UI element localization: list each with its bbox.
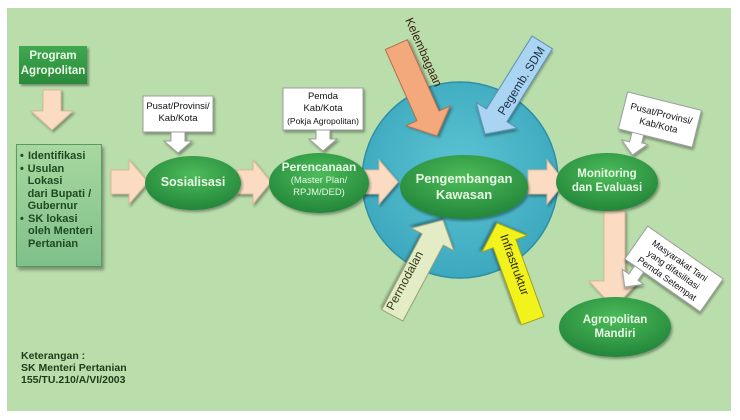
node-perencanaan-shape xyxy=(269,153,369,213)
callout-mandiri xyxy=(621,225,724,313)
node-perencanaan: Perencanaan (Master Plan/ RPJM/DED) xyxy=(269,160,369,199)
program-title-line2: Agropolitan xyxy=(20,65,86,77)
legend-note: Keterangan : SK Menteri Pertanian 155/TU… xyxy=(21,350,127,386)
input-arrow-kelembagaan xyxy=(384,39,451,137)
step-text: Gubernur xyxy=(27,200,78,212)
callout-line: Pusat/Provinsi/ xyxy=(146,101,210,112)
node-label: Monitoring xyxy=(577,168,637,180)
node-label: dan Evaluasi xyxy=(571,182,643,194)
program-title-line1: Program xyxy=(29,50,77,62)
input-arrow-sdm xyxy=(475,35,554,135)
bullet: • xyxy=(20,150,24,162)
flow-arrow-down-program xyxy=(29,89,75,131)
node-pengembangan-shape xyxy=(400,155,528,219)
callout-line: Kab/Kota xyxy=(303,103,343,114)
node-agropolitan-mandiri: Agropolitan Mandiri xyxy=(559,313,671,341)
callout-monitoring xyxy=(617,91,702,156)
legend-line: SK Menteri Pertanian xyxy=(21,362,127,374)
bullet: • xyxy=(20,212,24,225)
node-sublabel: RPJM/DED) xyxy=(293,187,345,198)
node-label: Mandiri xyxy=(594,328,636,340)
node-pengembangan-kawasan: Pengembangan Kawasan xyxy=(400,171,528,203)
legend-line: 155/TU.210/A/VI/2003 xyxy=(21,374,126,386)
step-text: Usulan Lokasi xyxy=(27,162,65,188)
callout-sosialisasi-text: Pusat/Provinsi/ Kab/Kota xyxy=(143,101,213,125)
callout-sosialisasi xyxy=(142,95,214,154)
node-label: Pengembangan xyxy=(415,171,513,186)
callout-line: Kab/Kota xyxy=(158,113,198,124)
step-text: SK lokasi xyxy=(28,212,78,225)
step-item: • SK lokasi oleh Menteri Pertanian xyxy=(20,213,98,251)
callout-line: (Pokja Agropolitan) xyxy=(287,116,359,126)
callout-line: Pemda xyxy=(307,91,339,102)
node-label: Kawasan xyxy=(435,187,493,202)
step-text: Pertanian xyxy=(28,237,79,250)
step-text: oleh Menteri xyxy=(28,225,93,237)
node-monitoring-shape xyxy=(556,153,658,211)
diagram-graphics: Kelembagaan Pegemb. SDM Permodalan Infra… xyxy=(29,16,724,357)
callout-perencanaan xyxy=(282,87,364,152)
node-sublabel: (Master Plan/ xyxy=(290,175,348,186)
node-monitoring: Monitoring dan Evaluasi xyxy=(556,167,658,195)
node-label: Agropolitan xyxy=(582,314,648,326)
flow-arrow-to-monitoring xyxy=(527,158,566,206)
step-item: • Identifikasi xyxy=(20,150,98,163)
input-arrow-permodalan xyxy=(381,219,455,322)
callout-perencanaan-text: Pemda Kab/Kota (Pokja Agropolitan) xyxy=(283,91,363,127)
input-arrow-infrastruktur xyxy=(480,222,545,326)
program-agropolitan-box: Program Agropolitan xyxy=(19,46,87,84)
bullet: • xyxy=(20,162,24,175)
step-text: dari Bupati / xyxy=(27,187,92,200)
node-label: Perencanaan xyxy=(281,160,357,174)
node-label: Sosialisasi xyxy=(160,175,226,189)
step-text: Identifikasi xyxy=(28,150,86,162)
legend-heading: Keterangan : xyxy=(21,350,86,362)
diagram-canvas: Kelembagaan Pegemb. SDM Permodalan Infra… xyxy=(7,8,731,411)
flow-arrow-to-sosialisasi xyxy=(110,158,149,206)
steps-box: • Identifikasi • Usulan Lokasi dari Bupa… xyxy=(16,144,102,267)
flow-arrow-to-perencanaan xyxy=(236,158,272,206)
node-mandiri-shape xyxy=(559,297,671,357)
step-item: • Usulan Lokasi dari Bupati / Gubernur xyxy=(20,163,98,213)
node-sosialisasi-shape xyxy=(145,156,241,210)
node-sosialisasi: Sosialisasi xyxy=(145,175,241,189)
